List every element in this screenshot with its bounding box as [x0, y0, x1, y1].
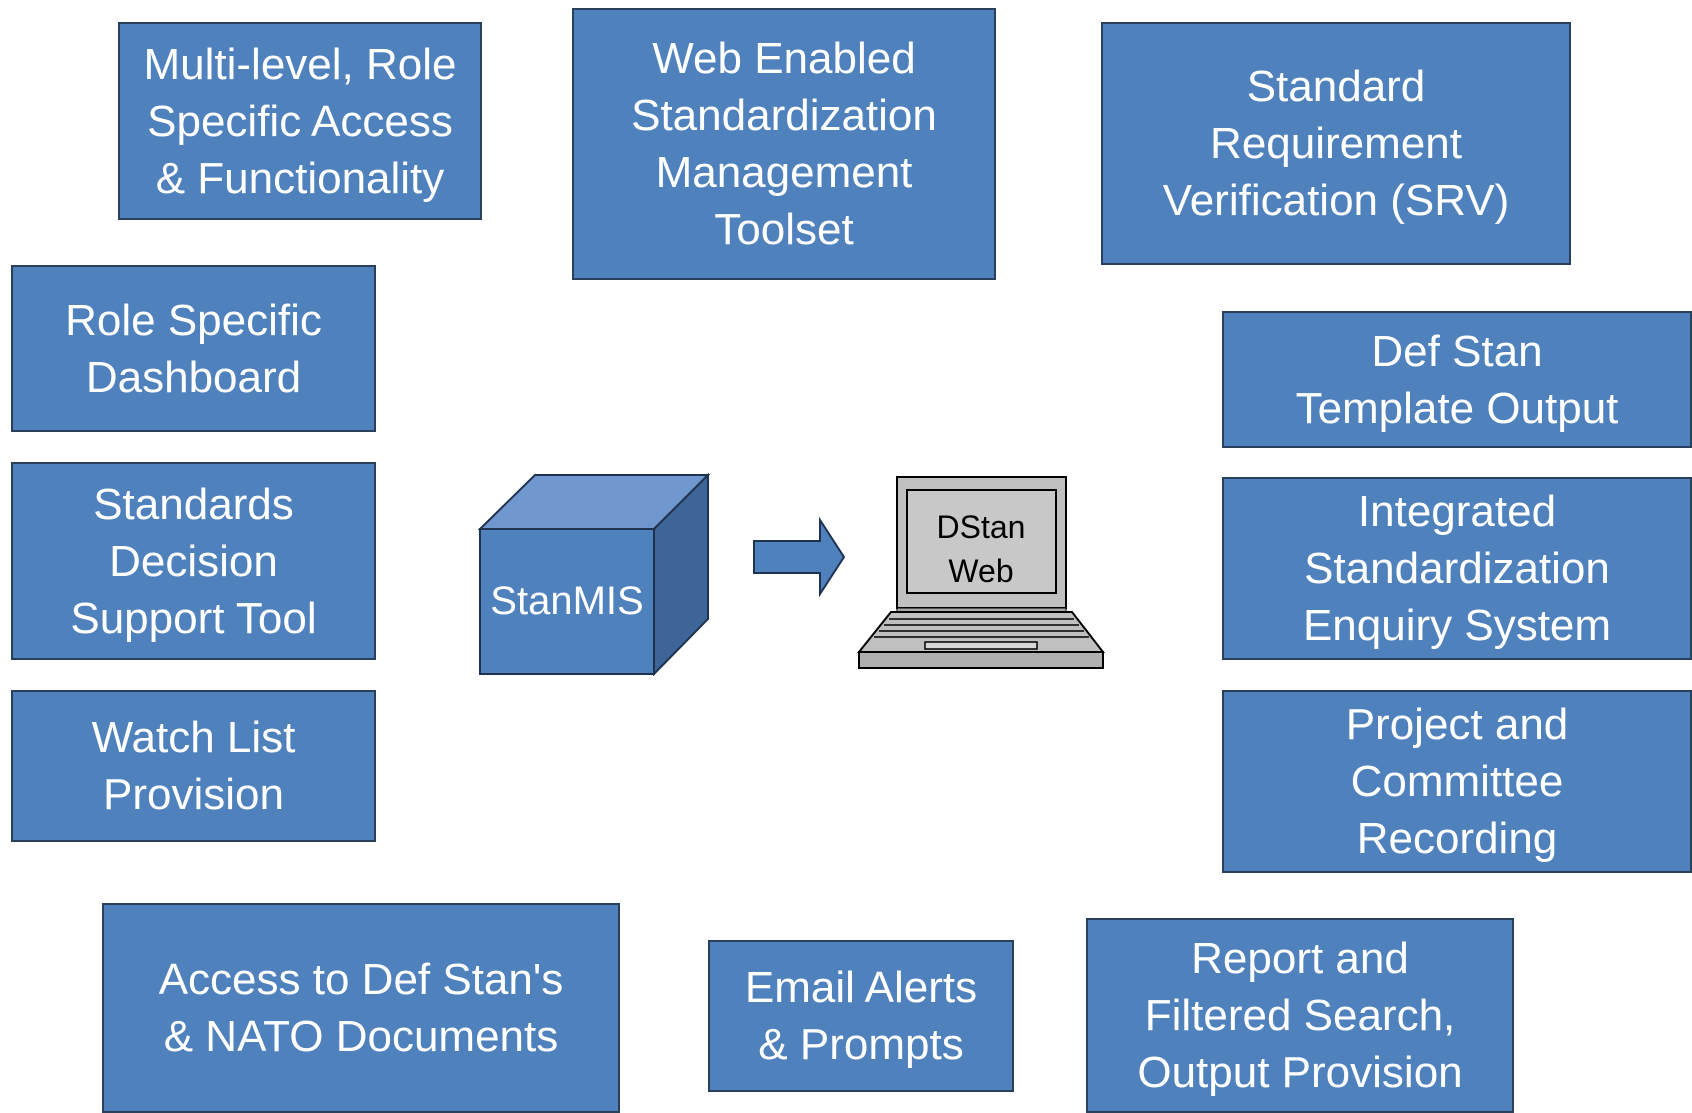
cube-front-face — [479, 528, 655, 675]
box-multi-level-access-label: Multi-level, Role Specific Access & Func… — [143, 39, 457, 203]
box-role-dashboard: Role Specific Dashboard — [11, 265, 376, 432]
box-web-enabled-toolset-label: Web Enabled Standardization Management T… — [631, 34, 937, 254]
box-enquiry-system-label: Integrated Standardization Enquiry Syste… — [1302, 487, 1612, 650]
box-web-enabled-toolset: Web Enabled Standardization Management T… — [572, 8, 996, 280]
box-access-documents-label: Access to Def Stan's & NATO Documents — [158, 955, 564, 1061]
stanmis-label: StanMIS — [490, 579, 643, 623]
box-report-search: Report and Filtered Search, Output Provi… — [1086, 918, 1514, 1113]
box-committee-recording: Project and Committee Recording — [1222, 690, 1692, 873]
box-srv-label: Standard Requirement Verification (SRV) — [1162, 62, 1510, 225]
box-report-search-label: Report and Filtered Search, Output Provi… — [1137, 934, 1463, 1097]
laptop-touchpad — [924, 641, 1038, 650]
stanmis-cube: StanMIS — [478, 472, 710, 676]
box-watch-list-label: Watch List Provision — [91, 713, 296, 819]
box-enquiry-system: Integrated Standardization Enquiry Syste… — [1222, 477, 1692, 660]
box-email-alerts-label: Email Alerts & Prompts — [744, 963, 978, 1069]
box-template-output: Def Stan Template Output — [1222, 311, 1692, 448]
box-decision-support: Standards Decision Support Tool — [11, 462, 376, 660]
box-srv: Standard Requirement Verification (SRV) — [1101, 22, 1571, 265]
box-template-output-label: Def Stan Template Output — [1295, 326, 1619, 433]
box-decision-support-label: Standards Decision Support Tool — [70, 479, 317, 643]
box-committee-recording-label: Project and Committee Recording — [1345, 700, 1569, 863]
right-arrow-icon — [753, 516, 846, 598]
box-email-alerts: Email Alerts & Prompts — [708, 940, 1014, 1092]
laptop-icon: DStan Web — [856, 476, 1105, 669]
laptop-screen — [906, 489, 1057, 594]
dstan-label-line2: Web — [948, 553, 1013, 589]
box-multi-level-access: Multi-level, Role Specific Access & Func… — [118, 22, 482, 220]
box-watch-list: Watch List Provision — [11, 690, 376, 842]
box-access-documents: Access to Def Stan's & NATO Documents — [102, 903, 620, 1113]
box-role-dashboard-label: Role Specific Dashboard — [65, 295, 322, 402]
dstan-label-line1: DStan — [937, 509, 1026, 545]
